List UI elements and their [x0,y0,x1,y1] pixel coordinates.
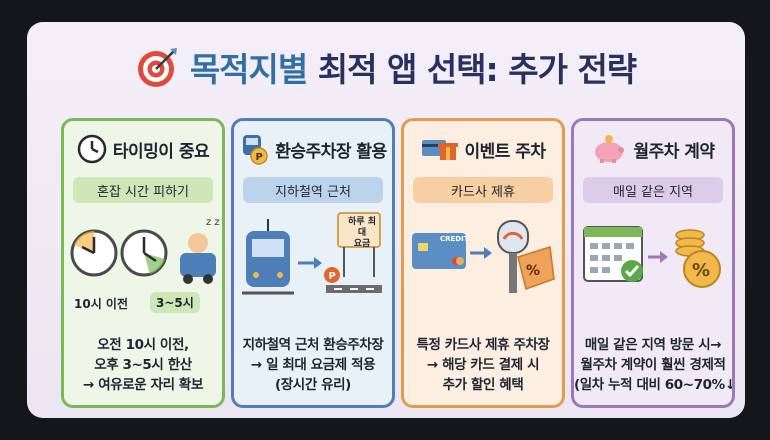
card-illustration: P 하루 최대 요금 [234,203,392,321]
card-pill: 매일 같은 지역 [583,177,723,203]
svg-text:P: P [256,152,263,163]
card-pill: 카드사 제휴 [413,177,553,203]
card-header: P 환승주차장 활용 [234,121,392,177]
card-title: 환승주차장 활용 [275,141,387,162]
clock-illustration: z z [70,217,220,284]
desc-line: → 여유로운 자리 확보 [83,377,203,393]
desc-line: 오전 10시 이전, [97,337,189,353]
svg-text:%: % [692,260,710,281]
card-description: 매일 같은 지역 방문 시→ 월주차 계약이 훨씬 경제적 (일차 누적 대비 … [574,335,732,395]
card-header: 이벤트 주차 [404,121,562,177]
page-title: 목적지별 최적 앱 선택: 추가 전략 [189,43,637,91]
card-description: 특정 카드사 제휴 주차장 → 해당 카드 결제 시 추가 할인 혜택 [404,335,562,395]
sign-line: 요금 [353,239,371,249]
card-description: 지하철역 근처 환승주차장 → 일 최대 요금제 적용 (장시간 유리) [234,335,392,395]
credit-card-label: CREDIT [440,235,469,243]
infographic-slide: 목적지별 최적 앱 선택: 추가 전략 타이밍이 중요 혼잡 시간 피하기 [27,22,745,418]
label-before-10: 10시 이전 [74,297,128,311]
card-illustration: z z 10시 이전 3~5시 [64,203,222,321]
title-rest: 최적 앱 선택: 추가 전략 [317,50,637,89]
desc-line: 월주차 계약이 훨씬 경제적 [580,357,726,373]
train-illustration: P [242,212,382,295]
desc-line: → 해당 카드 결제 시 [426,357,540,373]
card-pill: 지하철역 근처 [243,177,383,203]
card-illustration: % CREDIT [404,203,562,321]
desc-line: (장시간 유리) [275,377,351,393]
card-timing: 타이밍이 중요 혼잡 시간 피하기 z z 10시 이전 3~5시 [61,118,225,408]
svg-text:%: % [526,263,540,279]
desc-line: 오후 3~5시 한산 [94,357,192,373]
card-gift-icon [422,140,459,160]
title-prefix: 목적지별 [189,50,308,89]
desc-line: 매일 같은 지역 방문 시→ [584,337,722,353]
svg-text:z z: z z [206,217,220,228]
card-title: 이벤트 주차 [464,141,546,162]
calendar-coins-illustration: % [583,226,721,288]
card-transfer-parking: P 환승주차장 활용 지하철역 근처 P [231,118,395,408]
card-pill: 혼잡 시간 피하기 [73,177,213,203]
piggy-bank-icon [595,135,625,163]
card-event-parking: 이벤트 주차 카드사 제휴 % CREDIT 특정 카드사 제휴 주차장 → 해… [401,118,565,408]
card-title: 월주차 계약 [633,141,715,162]
card-title: 타이밍이 중요 [112,141,210,162]
target-icon [137,48,177,87]
card-header: 타이밍이 중요 [64,121,222,177]
sign-line: 하루 최대 [348,217,376,238]
label-3-to-5: 3~5시 [150,292,200,313]
clock-icon [77,134,107,164]
train-parking-icon: P [243,135,269,165]
title-row: 목적지별 최적 앱 선택: 추가 전략 [27,40,745,94]
svg-text:P: P [329,271,336,282]
card-illustration: % [574,203,732,321]
card-header: 월주차 계약 [574,121,732,177]
desc-line: 특정 카드사 제휴 주차장 [416,337,550,353]
desc-line: 지하철역 근처 환승주차장 [242,337,384,353]
card-description: 오전 10시 이전, 오후 3~5시 한산 → 여유로운 자리 확보 [64,335,222,395]
desc-line: (일차 누적 대비 60~70%↓) [574,377,735,393]
credit-meter-illustration: % [412,220,555,293]
desc-line: → 일 최대 요금제 적용 [250,357,376,373]
card-monthly-parking: 월주차 계약 매일 같은 지역 % [571,118,735,408]
desc-line: 추가 할인 혜택 [442,377,524,393]
max-fare-sign: 하루 최대 요금 [345,217,379,250]
